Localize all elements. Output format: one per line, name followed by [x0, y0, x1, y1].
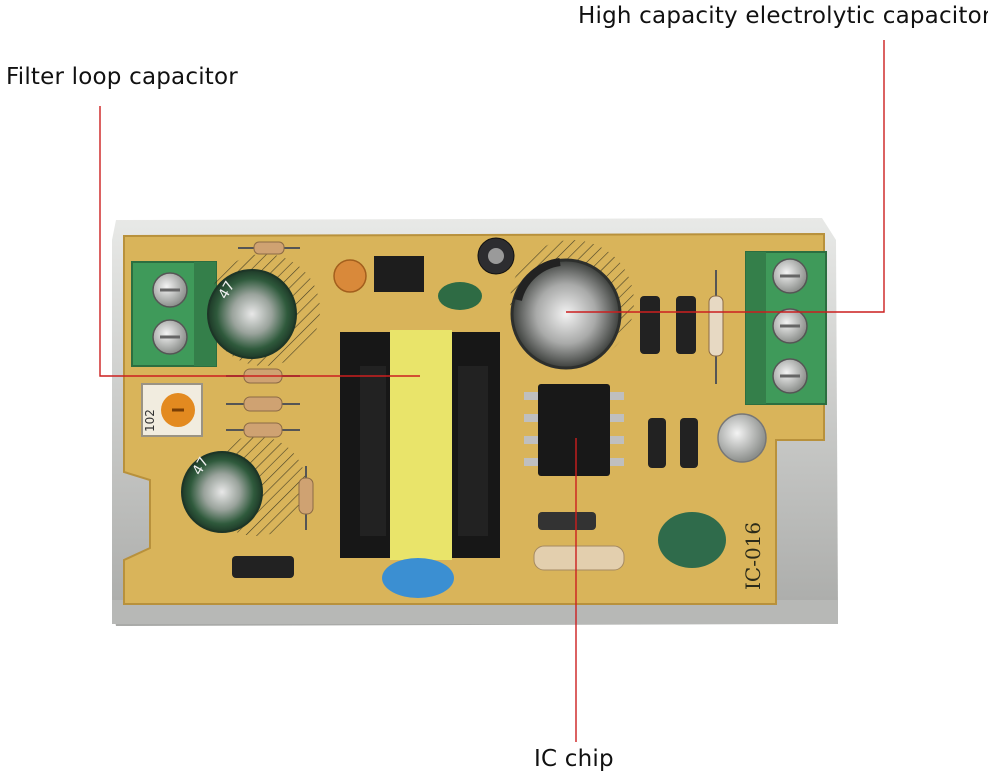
- high-capacity-electrolytic-capacitor: [510, 258, 622, 370]
- leader-lines: [99, 40, 885, 742]
- terminal-block-right: [745, 251, 827, 405]
- y-capacitor: [382, 558, 454, 598]
- capacitor-left-top: 47: [207, 269, 297, 359]
- mounting-screw: [717, 413, 767, 463]
- transformer: [340, 330, 500, 560]
- label-ic-chip: IC chip: [534, 746, 614, 772]
- label-high-capacity-electrolytic-capacitor: High capacity electrolytic capacitor: [578, 3, 988, 29]
- leader-filter-loop-capacitor: [99, 106, 420, 377]
- leader-high-capacity-capacitor: [566, 40, 885, 313]
- board-model-marking: IC-016: [741, 522, 765, 590]
- label-filter-loop-capacitor: Filter loop capacitor: [6, 64, 238, 90]
- capacitor-left-bottom: 47: [181, 451, 263, 533]
- trimmer-marking: 102: [143, 409, 157, 432]
- cap-marking-bottom: 47: [190, 455, 213, 478]
- diodes: [232, 296, 698, 578]
- terminal-block-left: [131, 261, 217, 367]
- ic-chip: [524, 384, 624, 476]
- trimmer-potentiometer: 102: [141, 383, 203, 437]
- cap-marking-top: 47: [216, 279, 239, 302]
